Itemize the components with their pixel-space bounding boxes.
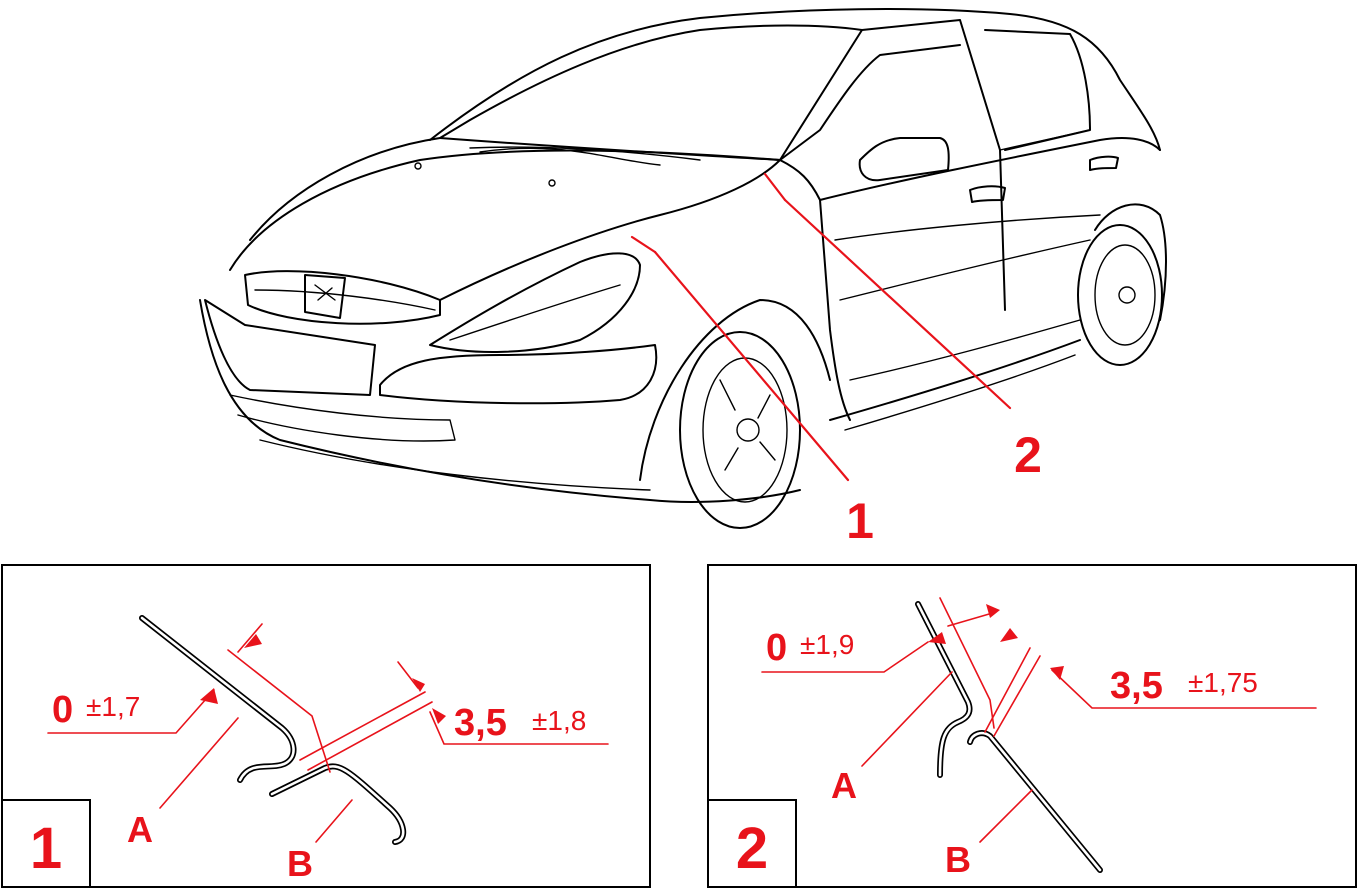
location-markers: 1 2 — [630, 172, 1042, 549]
location-2-leader — [783, 198, 1012, 410]
detail-2-frame — [707, 564, 1357, 888]
location-2-callout: 2 — [1014, 427, 1042, 483]
detail-1-flush-tolerance: ±1,7 — [86, 691, 140, 722]
location-1-marker — [630, 235, 657, 254]
detail-panel-2: 2 0 ±1,9 3,5 ±1,75 A B — [707, 564, 1357, 888]
location-2-marker — [763, 172, 787, 202]
detail-1-clearance-tolerance: ±1,8 — [532, 705, 586, 736]
detail-2-label-b: B — [945, 839, 971, 880]
car-illustration — [199, 8, 1167, 529]
detail-2-flush-tolerance: ±1,9 — [800, 629, 854, 660]
detail-1-label-a: A — [127, 809, 153, 850]
detail-2-flush-value: 0 — [766, 627, 787, 669]
detail-1-number: 1 — [30, 816, 62, 881]
detail-2-number-box — [707, 799, 797, 888]
detail-1-label-b: B — [287, 843, 313, 884]
detail-2-label-a: A — [831, 765, 857, 806]
location-1-leader — [653, 250, 850, 482]
location-1-callout: 1 — [846, 493, 874, 549]
detail-1-flush-value: 0 — [52, 689, 73, 731]
detail-2-clearance-tolerance: ±1,75 — [1188, 667, 1258, 698]
detail-1-number-box — [1, 799, 91, 888]
detail-1-clearance-value: 3,5 — [454, 702, 507, 744]
detail-2-number: 2 — [736, 816, 768, 881]
detail-panel-1: 1 0 ±1,7 3,5 ±1,8 A B — [1, 564, 651, 888]
detail-2-clearance-value: 3,5 — [1110, 665, 1163, 707]
detail-1-frame — [1, 564, 651, 888]
